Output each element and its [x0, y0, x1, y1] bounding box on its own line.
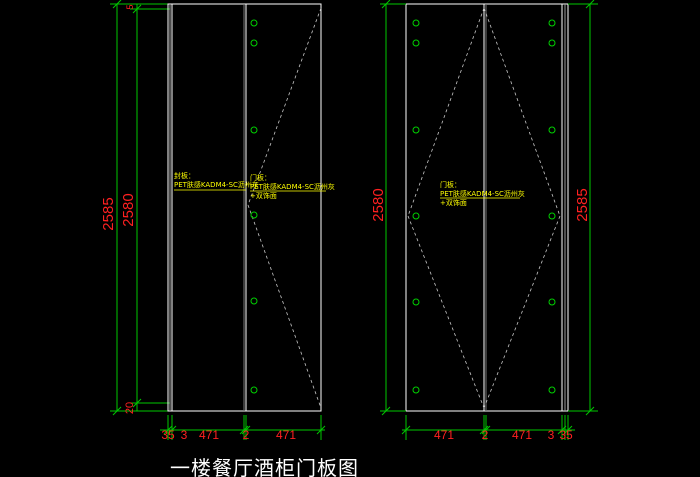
left-door-opening-lines [247, 7, 322, 409]
side-panel-material: PET肤感KADM4-SC沥州灰 [174, 180, 259, 189]
left-dim-35: 35 [161, 428, 175, 442]
right-door-opening-lines [407, 7, 561, 409]
right-panel-height-dim: 2580 [370, 188, 387, 221]
left-cabinet-outline [167, 3, 322, 412]
right-hinge-circles [412, 19, 556, 394]
right-dim-35: 35 [559, 428, 573, 442]
right-overall-height-dim: 2585 [574, 188, 591, 221]
left-door-panel-annotation: 门板： PET肤感KADM4-SC沥州灰 +双饰面 [250, 173, 335, 200]
left-overall-height-dim: 2585 [100, 197, 117, 230]
left-top-gap-dim: 5 [125, 4, 135, 9]
left-side-panel-annotation: 封板： PET肤感KADM4-SC沥州灰 [174, 171, 259, 191]
right-vertical-dimensions [380, 0, 598, 416]
right-horizontal-dimensions [401, 415, 575, 440]
left-dim-471-b: 471 [276, 428, 296, 442]
right-dim-2: 2 [482, 428, 489, 442]
right-elevation: 门板： PET肤感KADM4-SC沥州灰 +双饰面 2580 2585 [370, 0, 598, 442]
right-dim-3: 3 [548, 428, 555, 442]
right-dim-471-a: 471 [434, 428, 454, 442]
door-panel-material: PET肤感KADM4-SC沥州灰 [250, 182, 335, 191]
door-panel-label: 门板： [250, 173, 271, 182]
side-panel-label: 封板： [174, 171, 195, 180]
left-dim-471-a: 471 [199, 428, 219, 442]
left-vertical-dimensions [110, 0, 170, 416]
right-door-panel-finish: +双饰面 [440, 198, 467, 207]
right-cabinet-outline [405, 3, 569, 412]
left-horizontal-dimensions [160, 415, 326, 440]
left-elevation: 2585 2580 5 20 封板： PET肤感KA [100, 0, 335, 442]
right-door-panel-label: 门板： [440, 180, 461, 189]
left-dim-2: 2 [243, 428, 250, 442]
right-dim-471-b: 471 [512, 428, 532, 442]
left-bottom-gap-dim: 20 [124, 402, 136, 414]
right-door-panel-material: PET肤感KADM4-SC沥州灰 [440, 189, 525, 198]
left-hinge-circles [250, 19, 258, 394]
right-door-panel-annotation: 门板： PET肤感KADM4-SC沥州灰 +双饰面 [440, 180, 525, 207]
drawing-title: 一楼餐厅酒柜门板图 [170, 456, 359, 477]
left-dim-3: 3 [181, 428, 188, 442]
door-panel-finish: +双饰面 [250, 191, 277, 200]
left-panel-height-dim: 2580 [120, 193, 137, 226]
